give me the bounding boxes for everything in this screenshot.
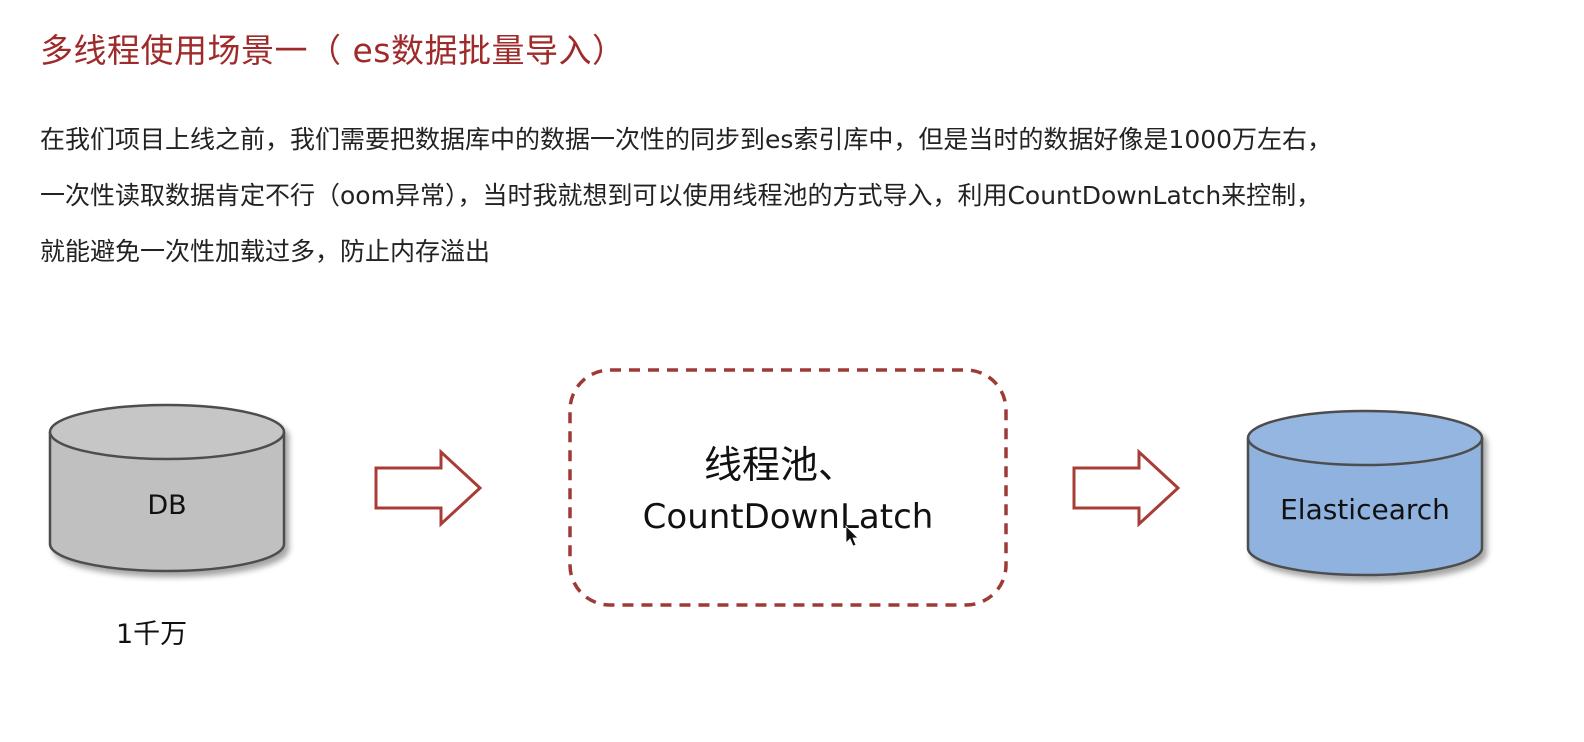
- paragraph-line: 在我们项目上线之前，我们需要把数据库中的数据一次性的同步到es索引库中，但是当时…: [40, 125, 1333, 154]
- paragraph-line: 一次性读取数据肯定不行（oom异常），当时我就想到可以使用线程池的方式导入，利用…: [40, 181, 1322, 210]
- arrow-right-icon: [1072, 448, 1181, 528]
- database-cylinder-icon: [48, 403, 286, 573]
- thread-pool-box: [568, 368, 1008, 607]
- description-paragraph: 在我们项目上线之前，我们需要把数据库中的数据一次性的同步到es索引库中，但是当时…: [40, 112, 1540, 280]
- paragraph-line: 就能避免一次性加载过多，防止内存溢出: [40, 237, 491, 266]
- mouse-cursor-icon: [845, 525, 859, 547]
- db-label: DB: [147, 490, 186, 521]
- countdownlatch-label: CountDownLatch: [643, 497, 934, 537]
- page-title: 多线程使用场景一（ es数据批量导入）: [40, 31, 626, 70]
- arrow-right-icon: [374, 448, 483, 528]
- elasticsearch-cylinder-icon: [1246, 409, 1484, 577]
- db-record-count: 1千万: [116, 619, 188, 650]
- thread-pool-label: 线程池、: [704, 443, 856, 487]
- elasticsearch-label: Elasticearch: [1280, 493, 1450, 526]
